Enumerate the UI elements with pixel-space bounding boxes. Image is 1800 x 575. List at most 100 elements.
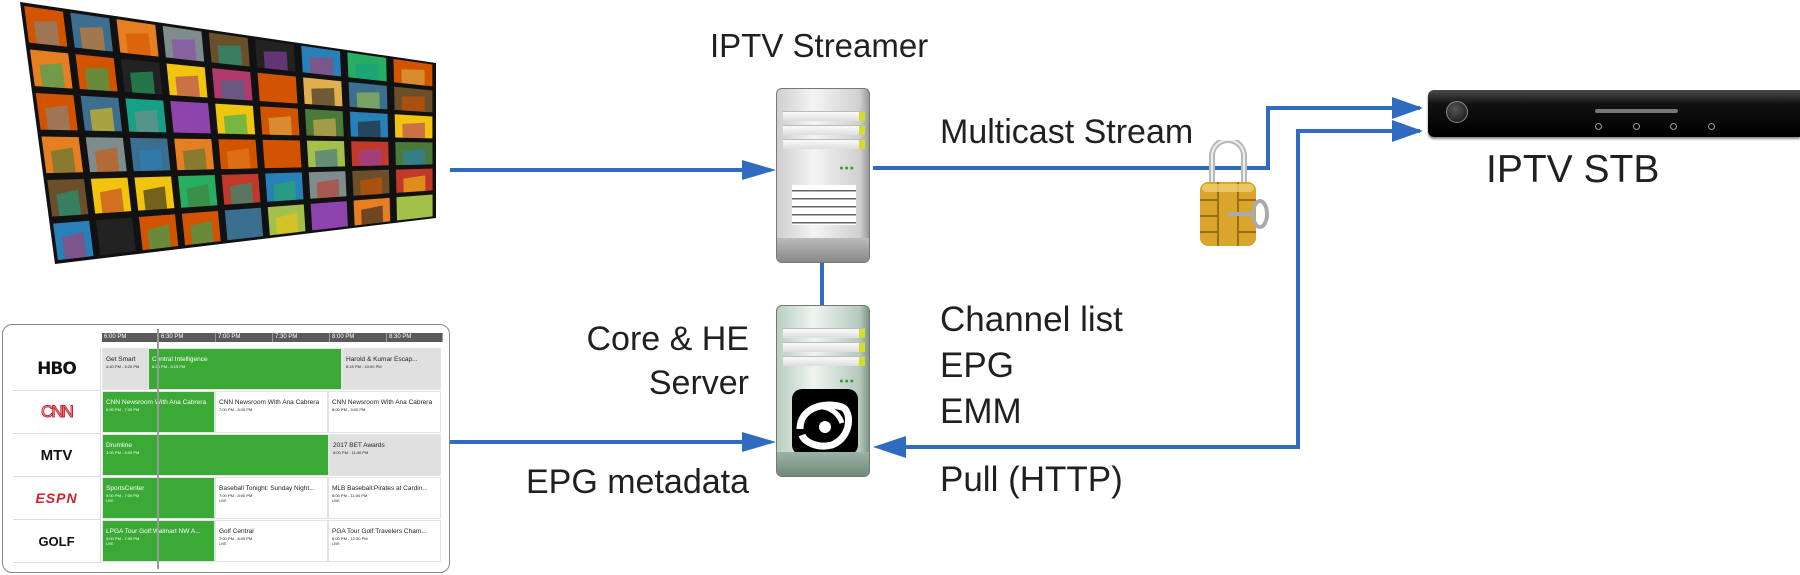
video-tile-detail [318, 209, 341, 230]
video-tile-detail [360, 177, 383, 196]
time-slot-header: 6:30 PM [159, 333, 216, 342]
live-badge: LIVE [106, 542, 114, 546]
live-badge: LIVE [332, 542, 340, 546]
video-tile-detail [179, 111, 204, 134]
program-time: 5:00 PM - 7:00 PM [106, 407, 140, 412]
video-tile-detail [263, 51, 288, 71]
video-tile-detail [356, 92, 380, 109]
video-tile-detail [182, 148, 207, 170]
video-tile-detail [402, 122, 426, 139]
video-tile-detail [313, 118, 337, 137]
program-title: SportsCenter [106, 485, 145, 492]
multicast-stream-arrow [873, 106, 1420, 170]
program-time: 8:00 PM - 9:00 PM [332, 407, 366, 412]
video-tile-detail [62, 231, 87, 260]
live-badge: LIVE [106, 499, 114, 503]
time-slot-header: 8:00 PM [330, 333, 387, 342]
arrowhead-icon [742, 432, 776, 452]
padlock-key-icon [1200, 140, 1269, 246]
video-tile-detail [220, 79, 245, 100]
video-tile-detail [186, 184, 211, 208]
video-tile-detail [266, 83, 290, 103]
video-tile-detail [143, 186, 168, 211]
program-time: 7:00 PM - 8:00 PM [219, 536, 253, 541]
video-tile-detail [79, 27, 106, 51]
video-tile-detail [89, 107, 115, 132]
video-tile-detail [316, 178, 340, 199]
iptv-streamer-label: IPTV Streamer [710, 27, 929, 64]
iptv-streamer-server-icon: ●●● [776, 88, 870, 263]
video-tile-detail [402, 149, 426, 166]
video-tile-detail [226, 148, 251, 169]
core-he-server-icon: ●●● [776, 305, 870, 477]
video-tile-detail [355, 63, 380, 81]
video-tile-detail [358, 148, 382, 167]
video-tile-detail [50, 147, 76, 173]
program-cell[interactable]: Harold & Kumar Escap...8:15 PM - 10:00 P… [342, 348, 441, 390]
program-time: 8:00 PM - 11:40 PM [333, 450, 369, 455]
video-tile-detail [147, 224, 172, 250]
video-tile-detail [275, 213, 299, 235]
program-title: CNN Newsroom With Ana Cabrera [106, 399, 207, 406]
current-time-indicator [157, 329, 159, 569]
video-tile-detail [311, 88, 335, 106]
program-title: CNN Newsroom With Ana Cabrera [219, 399, 320, 406]
video-tile-detail [217, 45, 243, 66]
program-title: 2017 BET Awards [333, 442, 385, 449]
channel-logo-golf: GOLF [13, 520, 101, 563]
program-title: Golf Central [219, 528, 254, 535]
program-title: Central Intelligence [152, 356, 208, 363]
time-slot-header: 6:00 PM [102, 333, 159, 342]
video-tile-detail [361, 205, 384, 225]
video-tile-detail [138, 147, 164, 171]
video-tile-detail [403, 201, 426, 220]
video-tile-detail [268, 116, 293, 136]
video-wall-image [20, 2, 436, 264]
live-badge: LIVE [332, 499, 340, 503]
core-server-label-line2: Server [648, 364, 749, 402]
channel-logo-cnn: CNN [13, 391, 101, 434]
iptv-stb-label: IPTV STB [1486, 148, 1660, 191]
channel-logo-mtv: MTV [13, 434, 101, 477]
video-tile-detail [314, 148, 338, 167]
program-title: MLB Baseball:Pirates at Cardin... [332, 485, 428, 492]
video-tile-detail [39, 63, 66, 89]
logo-eye-icon [792, 389, 858, 455]
video-tile-detail [273, 180, 297, 202]
program-time: 8:00 PM - 11:00 PM [332, 493, 368, 498]
channel-list-label: Channel list [940, 300, 1123, 339]
program-cell[interactable]: PGA Tour Golf:Travelers Cham...8:00 PM -… [328, 520, 441, 562]
arrowhead-icon [1392, 120, 1423, 142]
arrowhead-icon [742, 160, 776, 180]
program-title: Drumline [106, 442, 133, 449]
program-title: LPGA Tour Golf:Walmart NW A... [106, 528, 201, 535]
channel-logo-espn: ESPN [13, 477, 101, 520]
program-cell[interactable]: Baseball Tonight: Sunday Night...7:00 PM… [215, 477, 328, 519]
program-title: Baseball Tonight: Sunday Night... [219, 485, 315, 492]
program-cell[interactable]: MLB Baseball:Pirates at Cardin...8:00 PM… [328, 477, 441, 519]
video-tile-detail [229, 182, 254, 205]
video-tile-detail [99, 187, 125, 214]
epg-label: EPG [940, 346, 1014, 385]
video-tile-detail [134, 109, 160, 133]
video-tile-detail [33, 21, 60, 46]
program-time: 6:25 PM - 8:15 PM [152, 364, 186, 369]
video-tile-detail [233, 216, 256, 240]
pull-http-arrow [880, 129, 1420, 449]
video-tile-detail [56, 189, 82, 217]
video-tile-detail [94, 147, 120, 172]
